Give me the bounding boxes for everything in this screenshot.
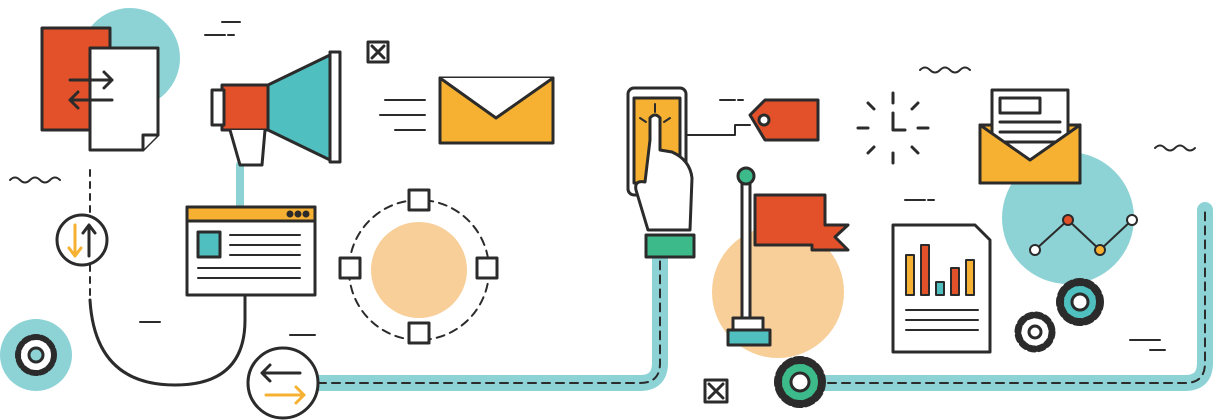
bg-circle-peach [371,222,467,318]
line-chart-icon [1029,214,1138,256]
road-dashes [799,209,1206,384]
clock-icon [856,91,930,165]
gears-icon [1014,278,1104,353]
envelope-icon [379,76,555,145]
report-icon [891,223,992,354]
document-transfer-icon [40,26,160,152]
network-circle-icon [338,188,499,345]
cable [88,293,247,387]
gear-icon [15,334,57,376]
close-box-icon [366,40,390,64]
swap-arrows-icon [246,346,320,420]
megaphone-icon [210,50,342,167]
newsletter-icon [978,88,1082,185]
road-dashes [317,257,661,384]
flag-icon [726,166,850,347]
browser-window-icon [185,205,317,297]
road-path [792,202,1213,391]
decorative-marks [9,21,1196,351]
sort-arrows-icon [55,213,109,267]
price-tag-icon [685,98,820,142]
close-box-icon [703,378,729,404]
gear-icon [774,356,826,408]
smartphone-tap-icon [626,86,696,259]
